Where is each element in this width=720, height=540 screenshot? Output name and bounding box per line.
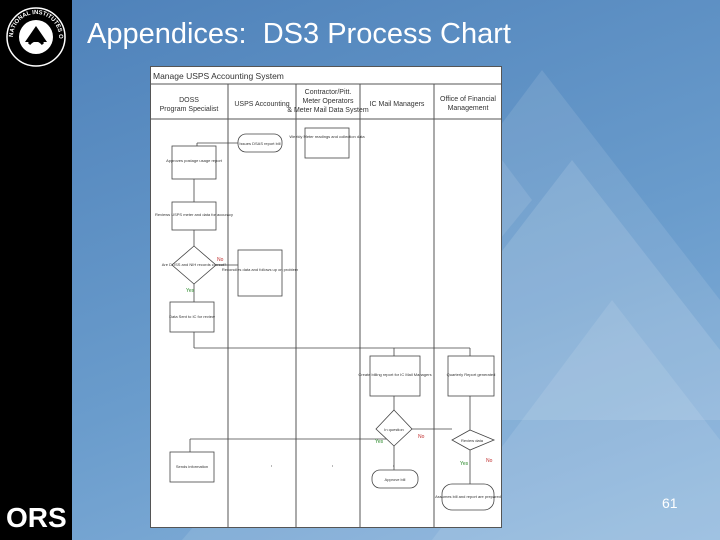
decision-label: No	[486, 458, 493, 464]
step-reconciles: Reconciles data and follows up on proble…	[222, 267, 299, 272]
step-reviews-data: Reviews USPS meter and data for accuracy	[155, 212, 233, 217]
step-approve-bill: Approve bill	[385, 477, 406, 482]
decision-in-question: In question	[384, 427, 404, 432]
process-chart-svg: Manage USPS Accounting System DOSS Progr…	[150, 66, 502, 528]
step-approves-report: Approves postage usage report	[166, 158, 223, 163]
step-quarterly-report: Quarterly Report generated	[447, 372, 496, 377]
lane-3-line3: & Meter Mail Data System	[287, 107, 368, 114]
decision-label: Yes	[460, 461, 469, 467]
process-chart: Manage USPS Accounting System DOSS Progr…	[150, 66, 502, 528]
lane-3-line2: Meter Operators	[303, 98, 354, 105]
lane-4-line1: IC Mail Managers	[370, 101, 425, 108]
step-sends-information: Sends information	[176, 464, 208, 469]
decision-records-correct: Are DOSS and NIH records correct?	[162, 262, 227, 267]
step-meter-readings: Weekly Meter readings and collection dat…	[289, 134, 365, 139]
lane-2-line1: USPS Accounting	[234, 101, 289, 108]
lane-5-line1: Office of Financial	[440, 96, 496, 103]
decision-review-data: Review data	[461, 438, 484, 443]
nih-seal-logo: NATIONAL INSTITUTES OF HEALTH	[5, 6, 66, 67]
step-data-to-ic: Data Sent to IC for review	[169, 314, 215, 319]
ors-logo: ORS	[6, 502, 66, 533]
decision-label: Yes	[186, 288, 195, 294]
lane-1-line2: Program Specialist	[160, 106, 219, 113]
page-number: 61	[662, 495, 678, 511]
decision-label: No	[418, 434, 425, 440]
chart-heading: Manage USPS Accounting System	[153, 71, 284, 81]
decision-label: No	[217, 257, 224, 263]
step-issues-bill: Issues DSAS report bill	[239, 141, 280, 146]
lane-1-line1: DOSS	[179, 97, 199, 104]
step-billing-report: Create billing report for IC Mail Manage…	[358, 372, 431, 377]
lane-5-line2: Management	[448, 105, 489, 112]
slide-title: Appendices: DS3 Process Chart	[87, 18, 511, 50]
sidebar: NATIONAL INSTITUTES OF HEALTH ORS	[0, 0, 72, 540]
step-bill-prepared: Assumes bill and report are prepared	[435, 494, 501, 499]
ors-logo-text: ORS	[6, 502, 66, 533]
decision-label: Yes	[375, 439, 384, 445]
lane-3-line1: Contractor/Pitt.	[305, 89, 352, 96]
